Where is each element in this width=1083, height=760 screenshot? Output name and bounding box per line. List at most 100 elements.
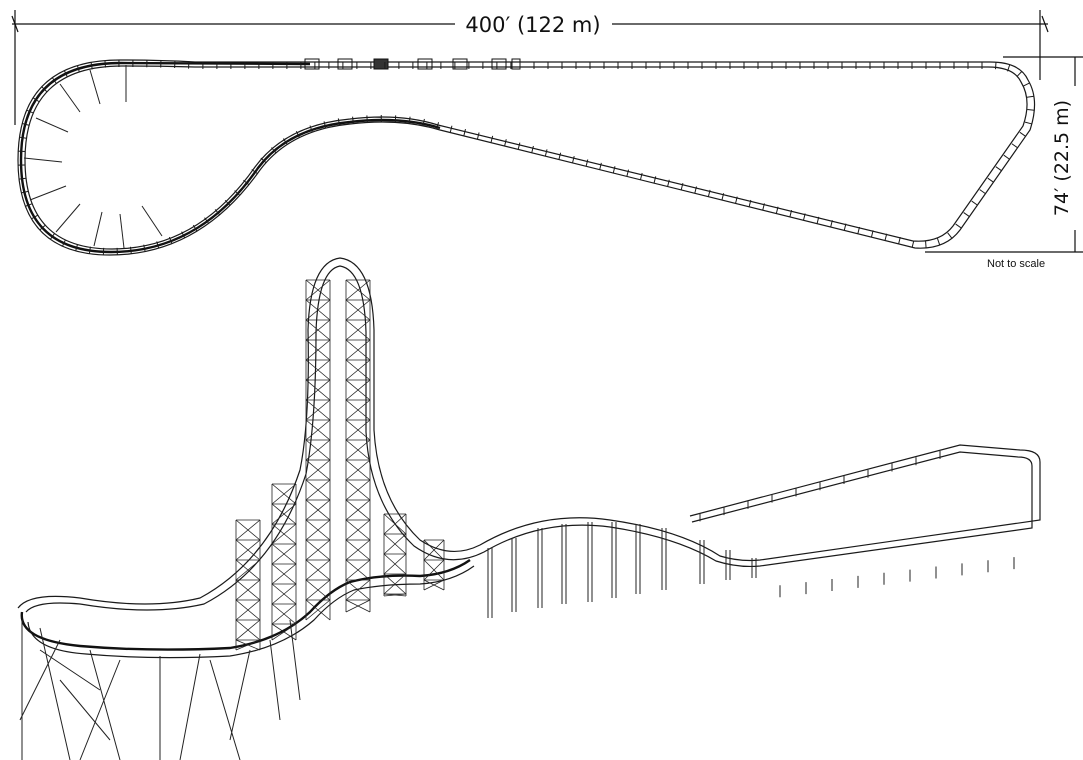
plan-track-tie bbox=[911, 240, 915, 248]
plan-track-tie bbox=[843, 223, 847, 231]
plan-track-tie bbox=[517, 142, 521, 150]
plan-track-tie bbox=[762, 203, 765, 211]
plan-track-tie bbox=[251, 169, 258, 175]
plan-track-tie bbox=[971, 200, 978, 206]
track-elevation-view bbox=[17, 257, 1041, 760]
plan-track-tie bbox=[204, 217, 210, 224]
support-post bbox=[725, 550, 731, 580]
plan-track-tie bbox=[31, 214, 38, 220]
plan-track-tie bbox=[1019, 131, 1026, 137]
plan-track-tie bbox=[884, 233, 888, 241]
support-post bbox=[699, 540, 705, 584]
plan-track-tie bbox=[1007, 64, 1011, 72]
elevation-lower-rail bbox=[27, 565, 475, 659]
plan-track-tie bbox=[26, 109, 34, 114]
support-post bbox=[611, 522, 617, 598]
plan-track-tie bbox=[612, 166, 616, 174]
plan-track-rail-outer bbox=[17, 59, 1036, 256]
support-post bbox=[635, 524, 641, 594]
plan-track-tie bbox=[260, 157, 267, 163]
plan-radial-supports bbox=[23, 65, 163, 249]
plan-track-tie bbox=[735, 196, 738, 204]
plan-track-tie bbox=[531, 145, 534, 153]
lattice-towers bbox=[235, 279, 445, 651]
plan-track-tie bbox=[32, 97, 40, 103]
plan-track-tie bbox=[21, 190, 29, 194]
plan-track-tie bbox=[408, 116, 411, 124]
support-post bbox=[537, 528, 543, 608]
plan-track-tie bbox=[214, 209, 221, 216]
plan-track-tie bbox=[436, 122, 440, 130]
plan-track-tie bbox=[49, 233, 55, 240]
plan-track-tie bbox=[775, 206, 779, 214]
plan-track-tie bbox=[129, 246, 132, 254]
plan-track-tie bbox=[680, 183, 684, 191]
plan-track-tie bbox=[667, 179, 670, 187]
plan-track-tie bbox=[22, 122, 30, 126]
support-post bbox=[587, 522, 593, 602]
plan-track-tie bbox=[789, 210, 793, 218]
plan-track-tie bbox=[995, 166, 1002, 172]
plan-track-tie bbox=[490, 135, 494, 143]
plan-track-tie bbox=[721, 193, 725, 201]
plan-track-tie bbox=[963, 212, 970, 217]
plan-track-tie bbox=[62, 239, 66, 247]
lattice-tower bbox=[271, 483, 297, 641]
plan-track-tie bbox=[422, 118, 425, 126]
plan-track-tie bbox=[639, 172, 643, 180]
scale-note: Not to scale bbox=[987, 258, 1045, 270]
plan-track-tie bbox=[75, 244, 79, 252]
plan-track-tie bbox=[41, 86, 48, 93]
plan-track-tie bbox=[295, 131, 300, 138]
plan-track-tie bbox=[192, 224, 198, 232]
plan-track-tie bbox=[90, 62, 93, 70]
plan-track-tie bbox=[544, 149, 548, 157]
plan-track-tie bbox=[830, 220, 833, 228]
width-dimension: 74′ (22.5 m) bbox=[925, 56, 1083, 253]
plan-track-tie bbox=[143, 244, 146, 252]
support-post bbox=[561, 524, 567, 604]
plan-track-tie bbox=[168, 236, 173, 244]
width-label: 74′ (22.5 m) bbox=[1051, 100, 1073, 216]
plan-track-tie bbox=[748, 199, 752, 207]
plan-track-tie bbox=[449, 125, 453, 133]
plan-track-tie bbox=[104, 60, 106, 68]
plan-track-tie bbox=[1024, 121, 1032, 125]
lattice-tower bbox=[383, 513, 407, 597]
plan-track-tie bbox=[1003, 154, 1010, 160]
plan-track-tie bbox=[51, 77, 57, 84]
plan-track-tie bbox=[476, 132, 480, 140]
elevation-heavy-curve bbox=[20, 559, 471, 651]
support-post bbox=[751, 558, 757, 578]
track-plan-view: 400′ (122 m) 74′ (22.5 m) Not to scale bbox=[11, 10, 1083, 270]
plan-track-tie bbox=[987, 177, 994, 183]
plan-track-tie bbox=[88, 246, 91, 254]
plan-track-tie bbox=[599, 162, 602, 170]
plan-track-tie bbox=[626, 169, 630, 177]
plan-track-tie bbox=[707, 189, 711, 197]
plan-track-tie bbox=[243, 179, 250, 186]
plan-track-tie bbox=[323, 121, 327, 129]
lattice-tower bbox=[423, 539, 445, 591]
plan-track-tie bbox=[337, 118, 340, 126]
lattice-tower bbox=[235, 519, 261, 651]
plan-track-tie bbox=[979, 189, 986, 195]
plan-track-tie bbox=[76, 65, 80, 73]
elevation-supports bbox=[487, 451, 1015, 618]
plan-track-ties bbox=[18, 60, 1035, 255]
support-post bbox=[487, 548, 493, 618]
left-base-frames bbox=[19, 619, 301, 760]
elevation-track-rail-outer bbox=[17, 257, 1041, 609]
plan-track-tie bbox=[352, 116, 354, 124]
plan-track-tie bbox=[816, 216, 820, 224]
plan-track-tie bbox=[1026, 95, 1034, 98]
plan-track-tie bbox=[803, 213, 806, 221]
plan-track-tie bbox=[19, 136, 27, 139]
plan-track-tie bbox=[925, 240, 927, 248]
plan-track-tie bbox=[572, 156, 575, 164]
plan-track-tie bbox=[234, 190, 241, 196]
plan-track-tie bbox=[181, 231, 186, 239]
plan-track-tie bbox=[504, 139, 507, 147]
plan-track-tie bbox=[857, 226, 861, 234]
